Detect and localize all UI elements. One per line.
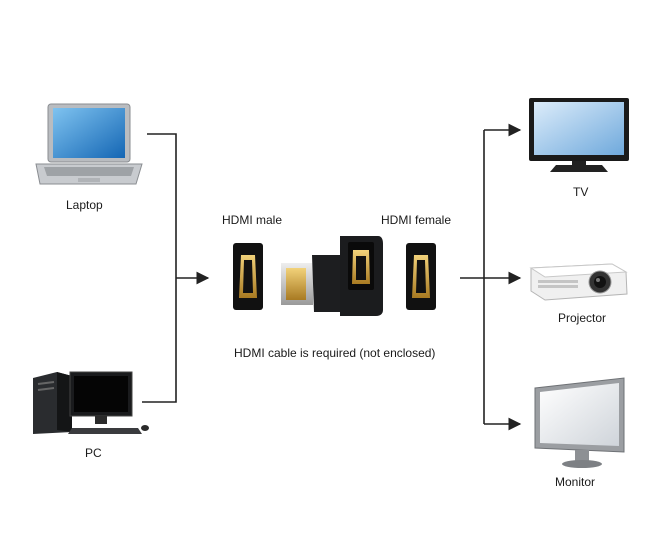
tv-label: TV bbox=[573, 185, 589, 199]
connector-lines bbox=[142, 123, 522, 431]
hdmi-angle-adapter-icon bbox=[281, 236, 383, 316]
hdmi-male-label: HDMI male bbox=[222, 213, 283, 227]
monitor-label: Monitor bbox=[555, 475, 596, 489]
laptop-line bbox=[142, 133, 177, 403]
hdmi-female-port-icon bbox=[406, 243, 436, 310]
desktop-pc-icon bbox=[33, 371, 149, 434]
projector-label: Projector bbox=[558, 311, 607, 325]
pc-label: PC bbox=[85, 446, 102, 460]
hdmi-male-port-icon bbox=[233, 243, 263, 310]
cable-note: HDMI cable is required (not enclosed) bbox=[234, 346, 436, 360]
hdmi-female-label: HDMI female bbox=[381, 213, 452, 227]
laptop-icon bbox=[35, 103, 143, 185]
tv-icon bbox=[529, 98, 629, 172]
monitor-icon bbox=[534, 377, 625, 468]
projector-icon bbox=[529, 263, 628, 301]
laptop-label: Laptop bbox=[66, 198, 103, 212]
